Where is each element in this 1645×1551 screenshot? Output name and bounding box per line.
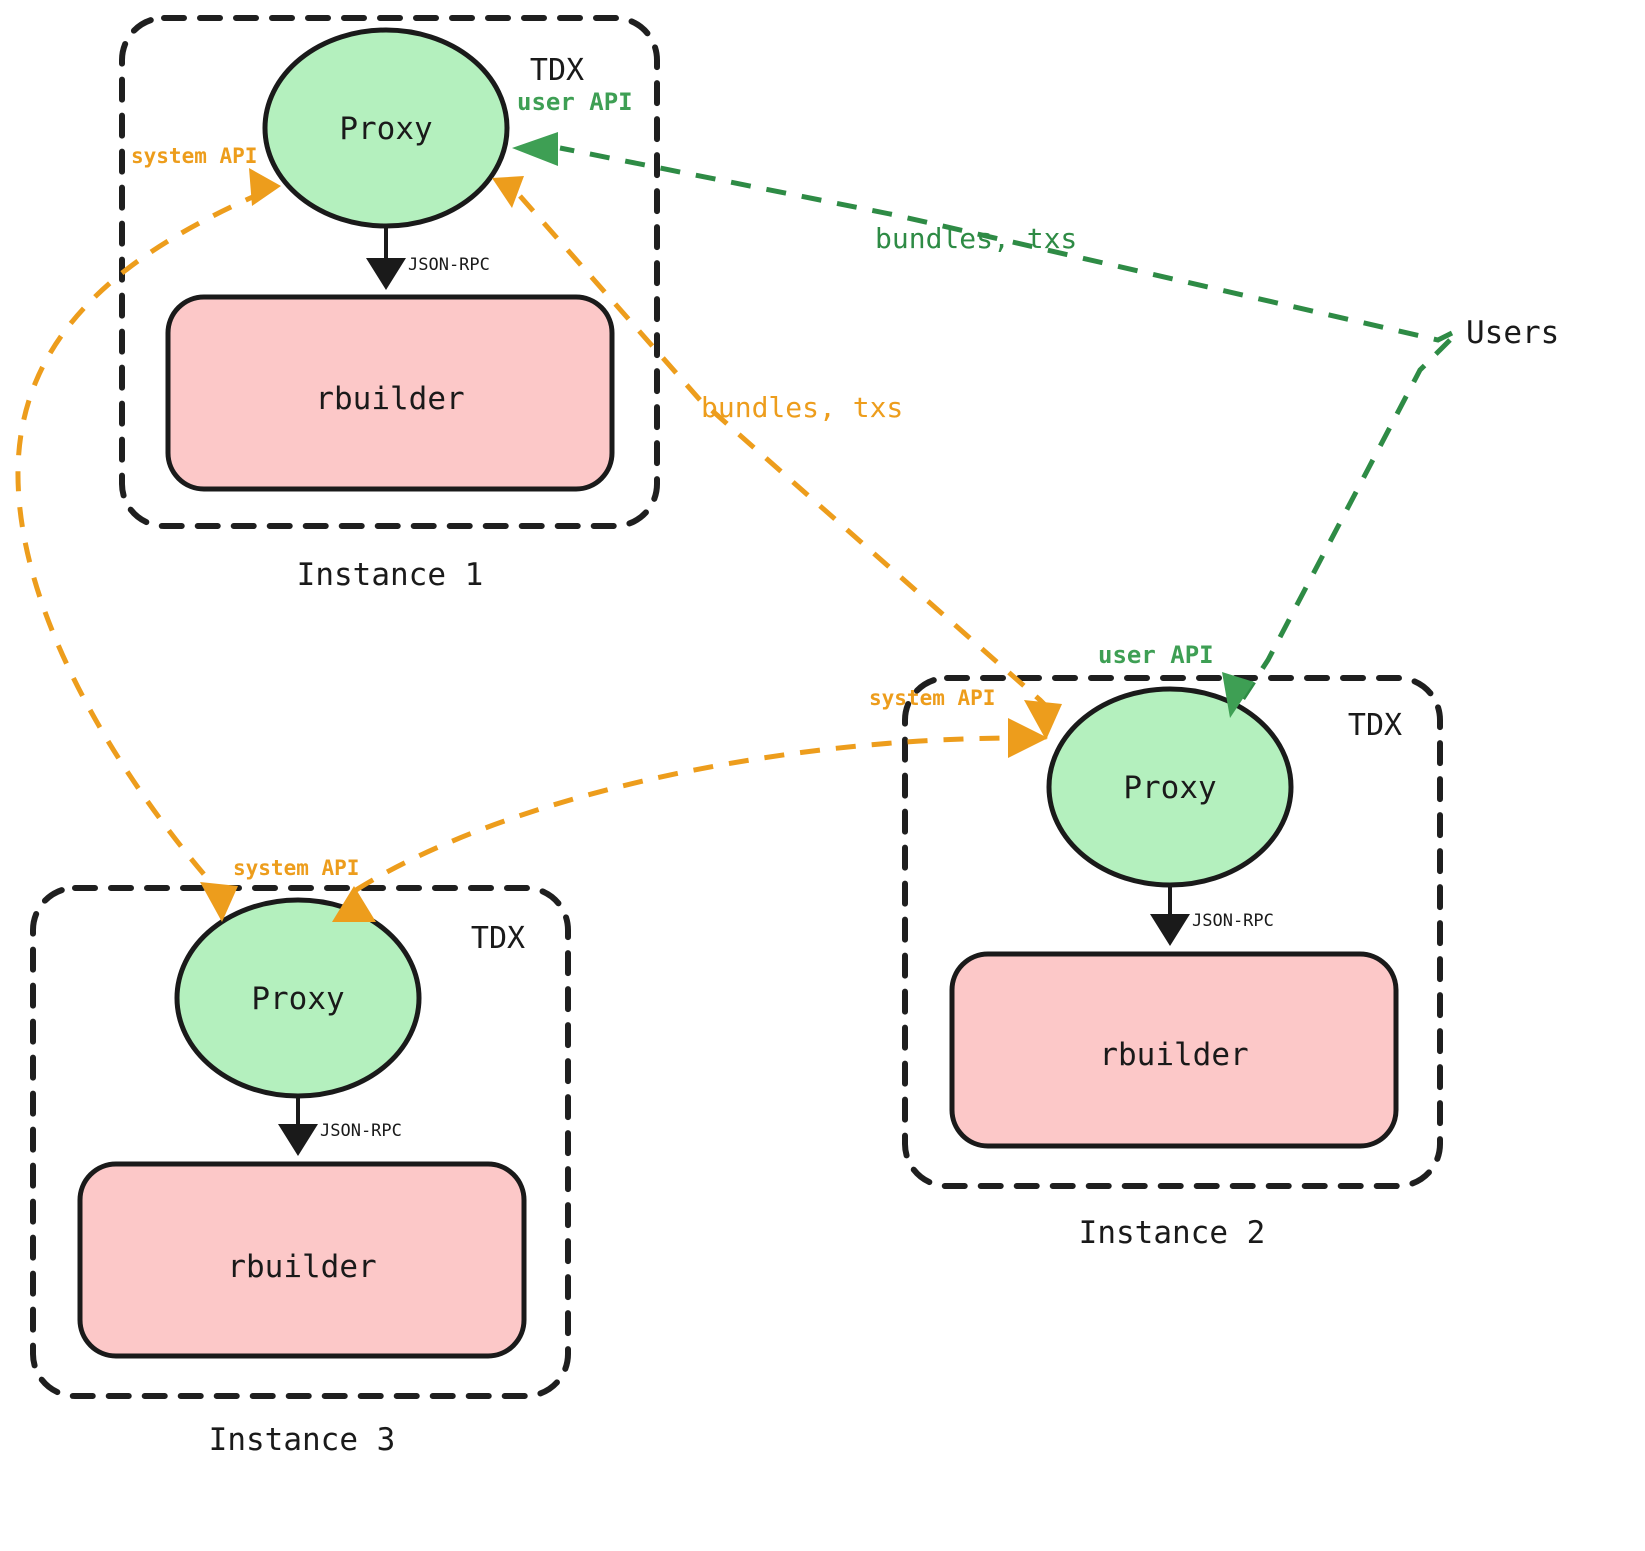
edge-instance2-proxy-system-api-arrowhead-diag [1024, 700, 1062, 740]
users-edges-group: Users bundles, txs user API user API [512, 88, 1559, 718]
instance-2-group: TDX JSON-RPC rbuilder Proxy Instance 2 [902, 675, 1443, 1251]
instance-1-caption: Instance 1 [297, 557, 484, 593]
instance-3-rbuilder-box [77, 1161, 527, 1359]
instance-1-rbuilder-box [165, 294, 615, 492]
instance-2-caption: Instance 2 [1079, 1215, 1266, 1251]
system-api-edges-group: system API system API system API bundles… [15, 144, 1062, 922]
edge-users-to-instance1-arrowhead [512, 132, 558, 166]
bundles-txs-orange-label: bundles, txs [701, 391, 903, 424]
user-api-label-instance1: user API [517, 88, 633, 116]
instance-3-json-rpc-label: JSON-RPC [320, 1121, 402, 1141]
instance-3-tdx-label: TDX [471, 921, 525, 956]
system-api-label-instance1: system API [131, 144, 257, 168]
edge-users-to-instance2-proxy [1239, 338, 1452, 702]
instance-1-rbuilder-label: rbuilder [315, 381, 464, 417]
edge-instance3-proxy-system-api-arrowhead-left [200, 882, 238, 922]
user-api-label-instance2: user API [1098, 641, 1214, 669]
edge-instance2-proxy-system-api-arrowhead-horiz [1008, 718, 1048, 758]
instance-2-proxy-label: Proxy [1123, 770, 1216, 806]
edge-instance1-to-instance3-system-api [15, 189, 265, 888]
instance-3-tdx-boundary [30, 885, 571, 1399]
system-api-label-instance2: system API [869, 686, 995, 710]
instance-2-proxy-node [1046, 686, 1294, 888]
instance-3-proxy-node [174, 897, 422, 1099]
edge-users-to-instance2-arrowhead [1222, 672, 1254, 718]
instance-1-group: TDX JSON-RPC rbuilder Proxy Instance 1 [119, 15, 660, 593]
system-api-label-instance3: system API [233, 856, 359, 880]
instance-2-json-rpc-arrowhead [1150, 914, 1190, 946]
instance-1-json-rpc-label: JSON-RPC [408, 255, 490, 275]
edge-instance3-to-instance2-system-api [354, 735, 1009, 893]
edge-instance1-proxy-system-api-arrowhead-right [492, 176, 524, 208]
users-label: Users [1466, 315, 1559, 351]
instance-3-rbuilder-label: rbuilder [227, 1249, 376, 1285]
instance-2-tdx-label: TDX [1348, 708, 1402, 743]
instance-2-tdx-boundary [902, 675, 1443, 1189]
instance-2-rbuilder-label: rbuilder [1099, 1037, 1248, 1073]
instance-1-proxy-node [262, 27, 510, 229]
edge-instance3-proxy-system-api-arrowhead-right [332, 886, 376, 922]
instance-3-proxy-label: Proxy [251, 981, 344, 1017]
edge-users-to-instance1-proxy [559, 145, 1454, 343]
instance-1-json-rpc-arrowhead [366, 258, 406, 290]
instance-3-caption: Instance 3 [209, 1422, 396, 1458]
instance-2-rbuilder-box [949, 951, 1399, 1149]
instance-3-json-rpc-arrowhead [278, 1124, 318, 1156]
instance-2-json-rpc-label: JSON-RPC [1192, 911, 1274, 931]
edge-instance1-proxy-system-api-arrowhead [249, 168, 281, 206]
bundles-txs-green-label: bundles, txs [875, 222, 1077, 255]
instance-1-tdx-label: TDX [530, 53, 584, 88]
instance-3-group: TDX JSON-RPC rbuilder Proxy Instance 3 [30, 885, 571, 1458]
instance-1-proxy-label: Proxy [339, 111, 432, 147]
